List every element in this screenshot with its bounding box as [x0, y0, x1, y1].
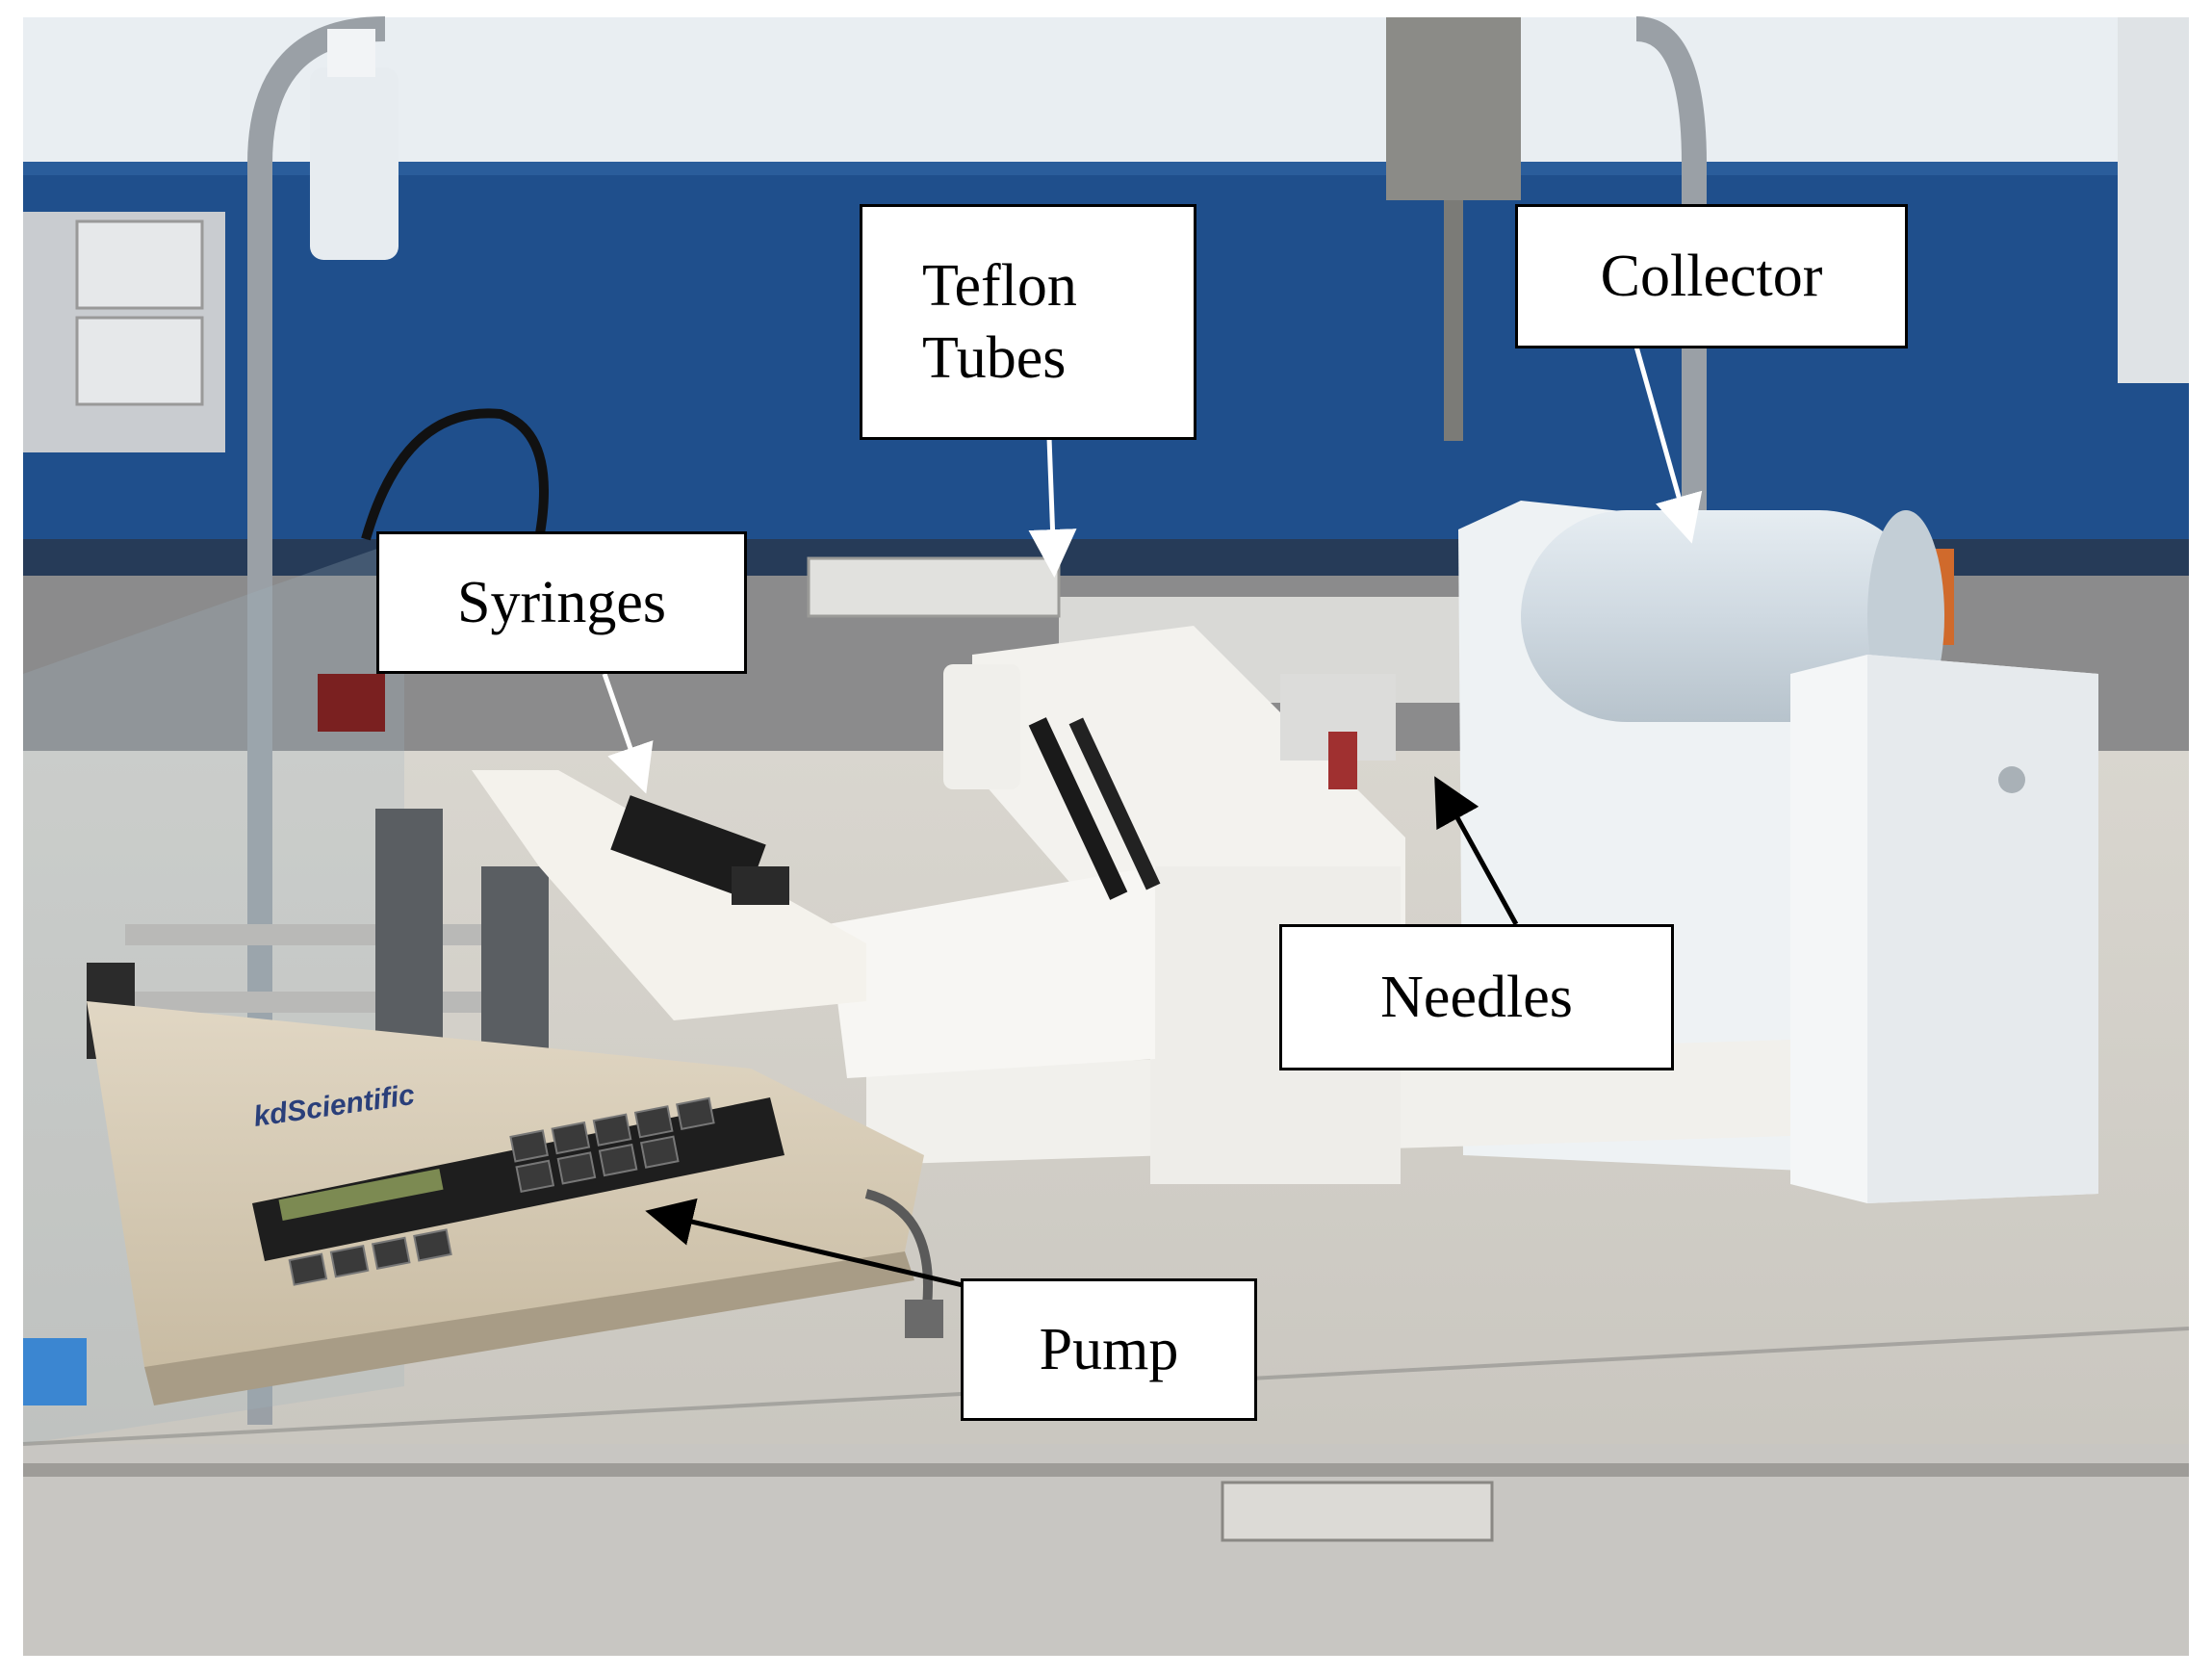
label-pump-text: Pump: [1039, 1316, 1179, 1382]
label-pump: Pump: [961, 1278, 1257, 1421]
label-teflon-tubes: Teflon Tubes: [860, 204, 1196, 440]
label-needles: Needles: [1279, 924, 1674, 1070]
syringes-arrow: [602, 673, 654, 794]
label-collector-text: Collector: [1600, 243, 1823, 309]
label-needles-text: Needles: [1380, 964, 1573, 1030]
teflon-arrow: [1028, 437, 1077, 578]
label-teflon-line1: Teflon: [922, 253, 1077, 320]
pump-arrow: [645, 1198, 964, 1288]
label-syringes-text: Syringes: [457, 569, 666, 635]
needles-arrow: [1434, 776, 1519, 926]
annotation-arrows: [602, 346, 1703, 1288]
collector-arrow: [1633, 346, 1703, 544]
label-teflon-line2: Tubes: [922, 324, 1067, 391]
label-syringes: Syringes: [376, 531, 747, 674]
label-collector: Collector: [1515, 204, 1908, 348]
